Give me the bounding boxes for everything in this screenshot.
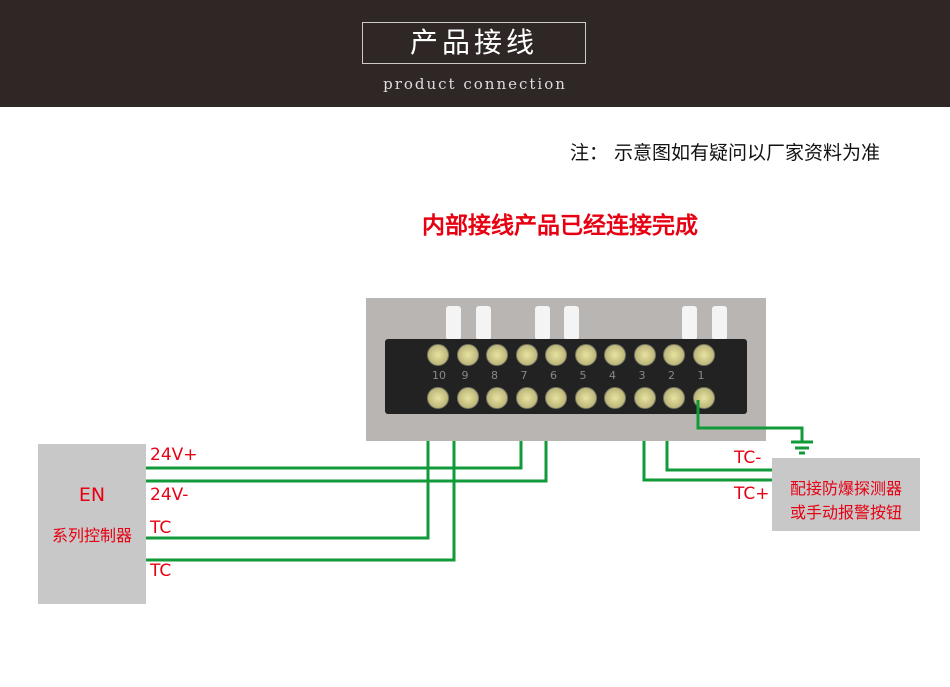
terminal-screw — [515, 387, 538, 409]
terminal-label: TC- — [734, 448, 762, 468]
terminal-label: 24V- — [150, 485, 189, 505]
terminal-screw — [574, 344, 597, 366]
terminal-number: 9 — [461, 369, 469, 382]
ground-icon — [791, 440, 813, 455]
terminal-number: 4 — [609, 369, 616, 382]
diagram-title: 内部接线产品已经连接完成 — [422, 213, 698, 239]
terminal-label: TC+ — [734, 484, 770, 504]
terminal-screw — [427, 387, 449, 409]
section-title: 产品接线 — [362, 22, 586, 64]
detector-box: 配接防爆探测器 或手动报警按钮 — [772, 458, 920, 531]
wire-sleeve — [475, 306, 491, 340]
terminal-number: 10 — [432, 369, 446, 382]
terminal-screw — [604, 344, 626, 366]
terminal-label: TC — [150, 518, 172, 538]
wire-ground — [696, 400, 804, 441]
wire-tc-1 — [146, 441, 430, 540]
terminal-number: 8 — [491, 369, 498, 382]
detector-line2: 或手动报警按钮 — [789, 503, 902, 522]
wire-sleeve — [711, 306, 727, 340]
wire-tc-minus — [665, 441, 772, 472]
wire-tc-plus — [642, 441, 772, 482]
terminal-screw — [486, 387, 508, 409]
terminal-screw — [456, 344, 479, 366]
terminal-number: 7 — [520, 369, 528, 382]
terminal-screw — [545, 344, 567, 366]
wire-sleeve — [446, 306, 461, 340]
terminal-number: 6 — [550, 369, 557, 382]
wire-sleeve — [564, 306, 579, 340]
wire-sleeve — [682, 306, 697, 340]
terminal-number: 1 — [697, 369, 705, 382]
terminal-screw — [574, 387, 597, 409]
terminal-screw — [515, 344, 538, 366]
controller-name: EN — [78, 484, 106, 506]
terminal-screw — [604, 387, 626, 409]
terminal-screw — [633, 387, 656, 409]
wire-sleeve — [534, 306, 550, 340]
controller-desc: 系列控制器 — [51, 526, 132, 545]
detector-line1: 配接防爆探测器 — [789, 479, 902, 498]
terminal-screw — [427, 344, 449, 366]
terminal-screw — [663, 344, 685, 366]
note-text: 注： 示意图如有疑问以厂家资料为准 — [570, 142, 881, 164]
terminal-block: 10 9 8 7 6 5 4 3 2 1 — [385, 339, 747, 414]
terminal-screw — [663, 387, 685, 409]
controller-box: EN 系列控制器 — [38, 444, 146, 604]
wire-24v-plus — [146, 441, 523, 470]
terminal-label: 24V+ — [150, 445, 198, 465]
terminal-screw — [456, 387, 479, 409]
wire-24v-minus — [146, 441, 548, 483]
header-banner — [0, 0, 950, 107]
terminal-number: 5 — [579, 369, 587, 382]
terminal-number: 3 — [638, 369, 646, 382]
terminal-screw — [692, 344, 715, 366]
terminal-screw — [633, 344, 656, 366]
terminal-number: 2 — [668, 369, 675, 382]
terminal-screw — [545, 387, 567, 409]
terminal-screw — [486, 344, 508, 366]
section-subtitle: product connection — [383, 75, 567, 93]
wire-tc-2 — [146, 441, 456, 562]
terminal-label: TC — [150, 561, 172, 581]
